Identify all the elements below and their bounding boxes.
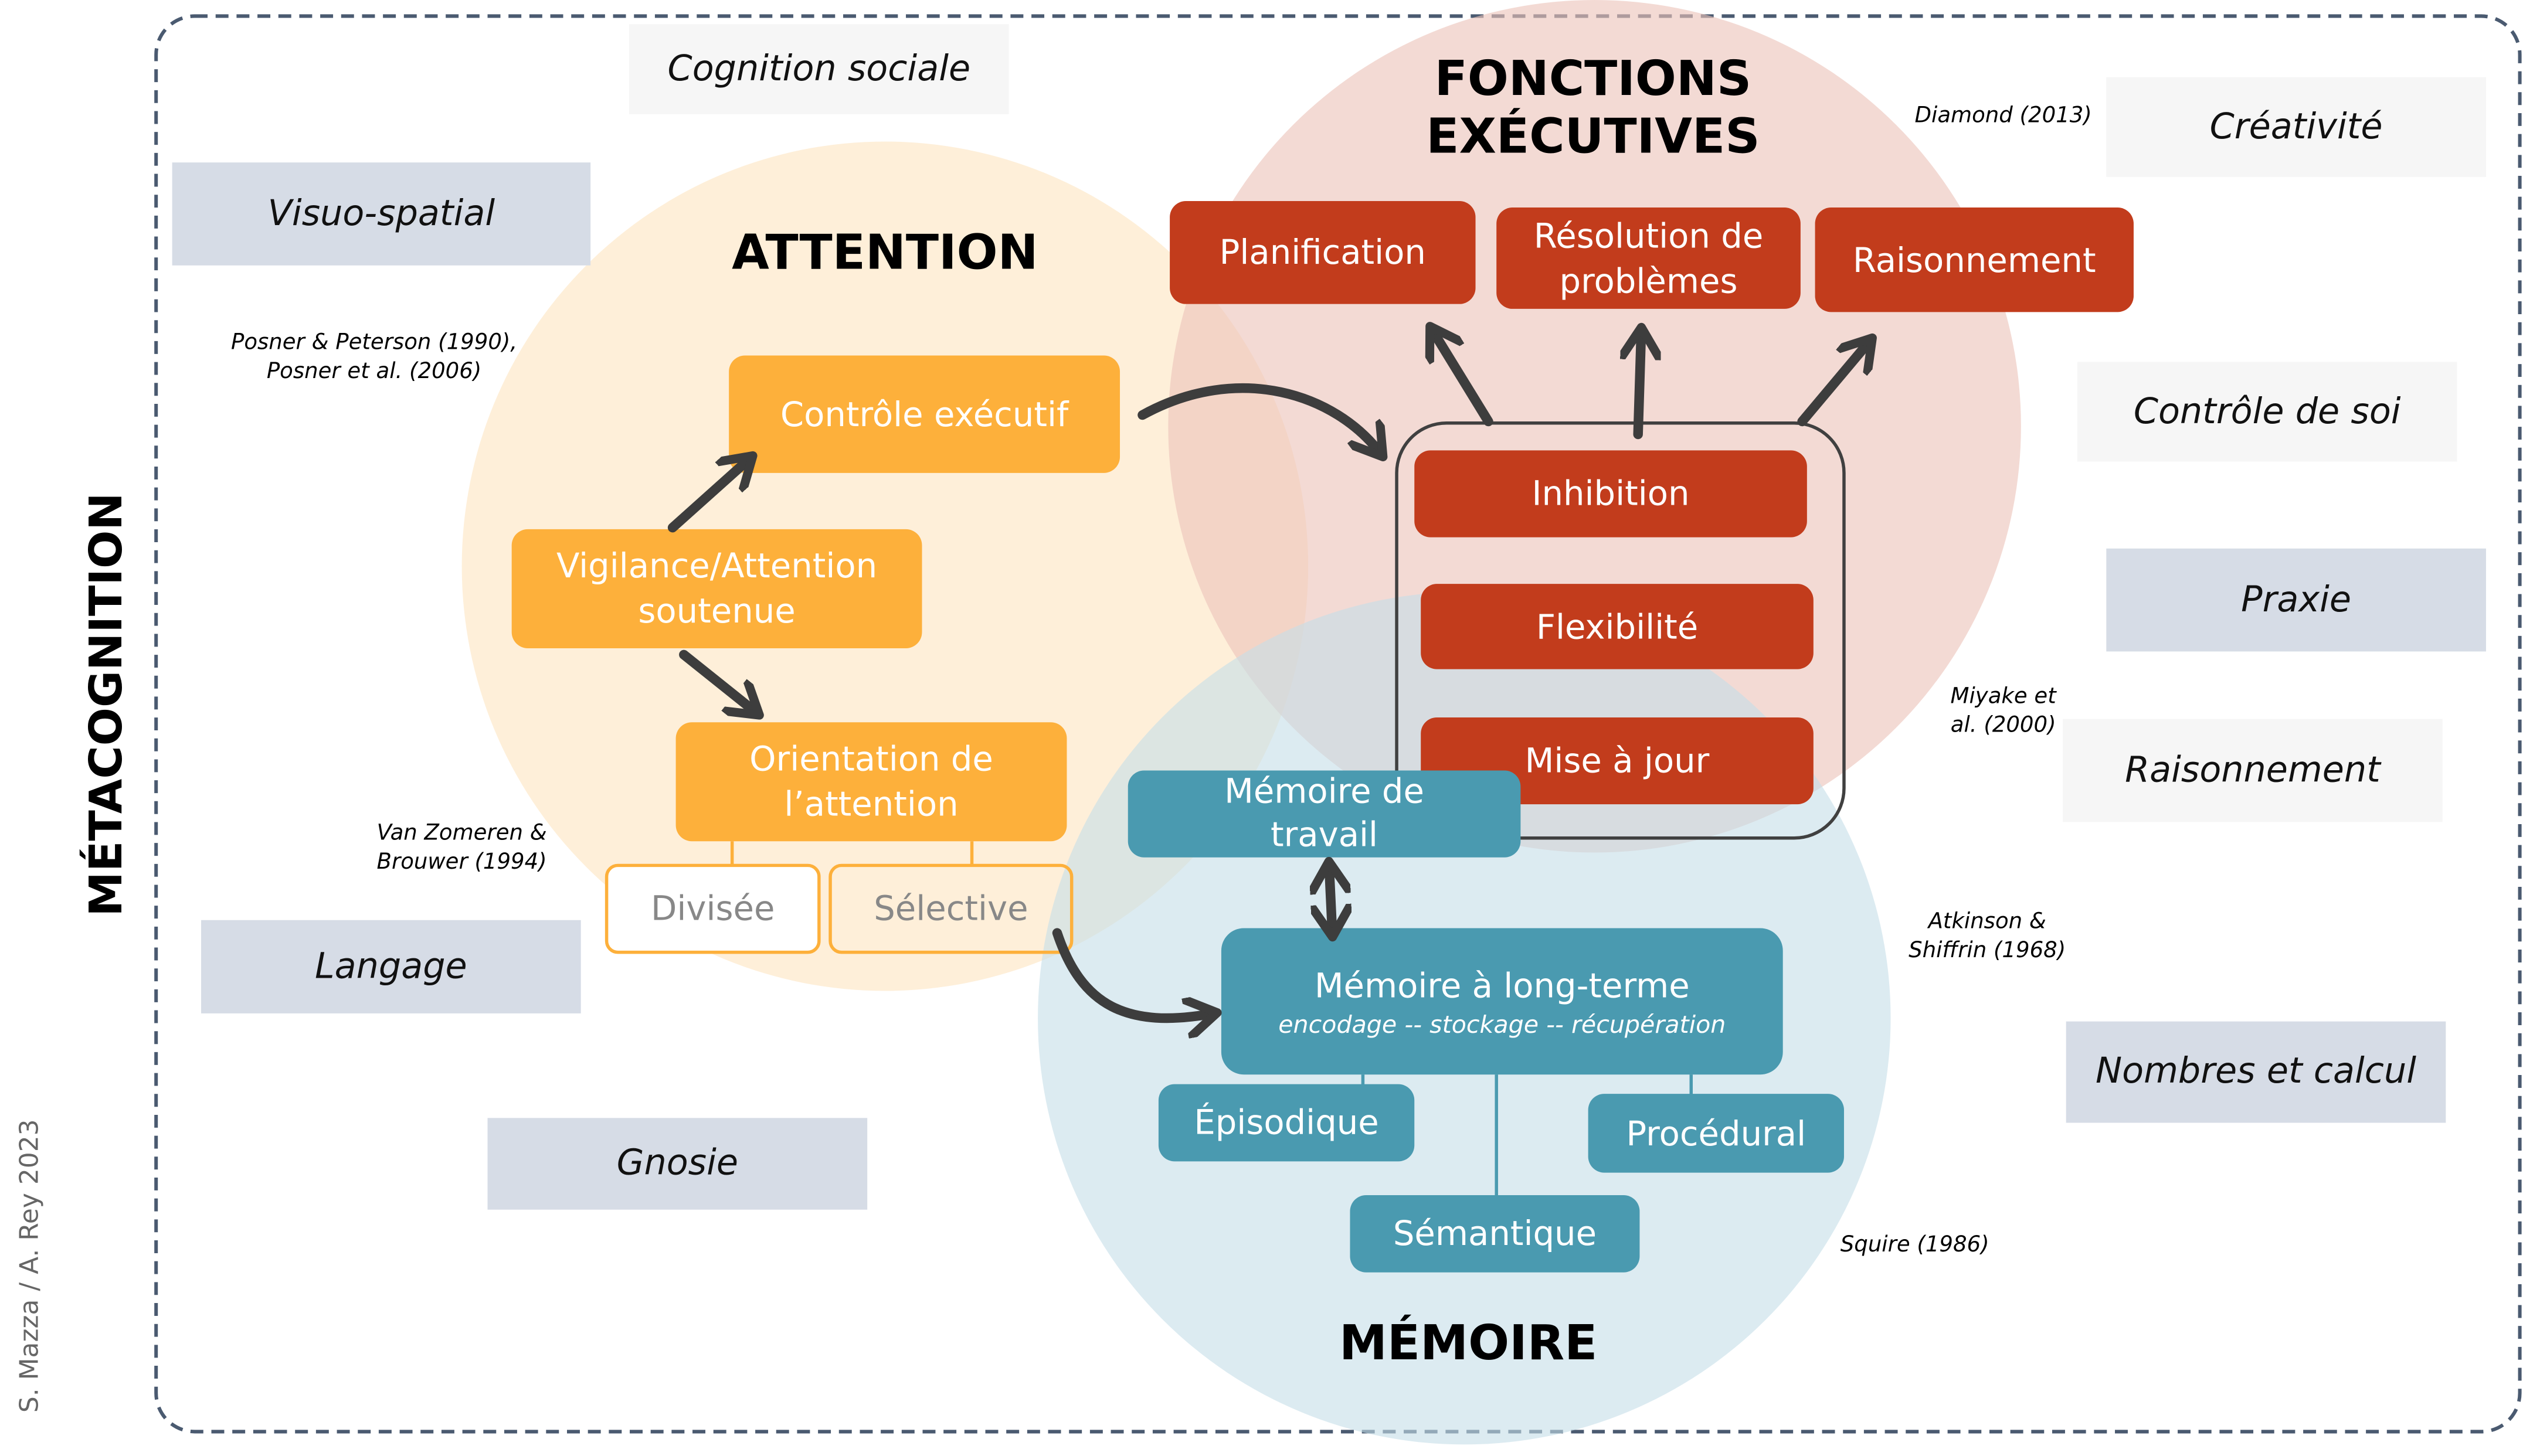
executive-title: FONCTIONS EXÉCUTIVES bbox=[1368, 52, 1818, 168]
executive-title-line1: FONCTIONS bbox=[1434, 51, 1752, 108]
core-executive-container bbox=[1395, 421, 1846, 840]
node-episodique: Épisodique bbox=[1158, 1084, 1415, 1162]
arrow-selective-to-mlt bbox=[1052, 928, 1213, 1018]
ref-atkinson: Atkinson & Shiffrin (1968) bbox=[1909, 909, 2066, 964]
ref-diamond: Diamond (2013) bbox=[1914, 103, 2092, 129]
attention-title: ATTENTION bbox=[732, 225, 1038, 282]
node-memoire-travail: Mémoire de travail bbox=[1128, 770, 1521, 858]
memory-title: MÉMOIRE bbox=[1339, 1315, 1598, 1372]
node-planification: Planification bbox=[1170, 201, 1476, 304]
node-selective: Sélective bbox=[828, 863, 1074, 954]
arrow-to-raisonnement bbox=[1797, 341, 1870, 427]
node-orientation: Orientation de l’attention bbox=[675, 722, 1067, 842]
ref-squire: Squire (1986) bbox=[1840, 1232, 1989, 1258]
node-controle-executif: Contrôle exécutif bbox=[729, 355, 1120, 473]
arrow-to-planification bbox=[1432, 330, 1493, 427]
selective-connector bbox=[970, 841, 974, 866]
node-flexibilite: Flexibilité bbox=[1421, 584, 1814, 669]
divisee-connector bbox=[730, 841, 734, 866]
ref-van-zomeren: Van Zomeren & Brouwer (1994) bbox=[376, 820, 547, 875]
executive-title-line2: EXÉCUTIVES bbox=[1426, 109, 1760, 166]
arrow-vigilance-to-controle bbox=[667, 458, 750, 533]
context-praxie: Praxie bbox=[2106, 548, 2486, 652]
node-semantique: Sémantique bbox=[1350, 1195, 1640, 1273]
arrow-controle-to-executive bbox=[1137, 383, 1380, 454]
node-memoire-long-terme: Mémoire à long-terme encodage -- stockag… bbox=[1221, 928, 1783, 1075]
episodique-connector bbox=[1361, 1074, 1365, 1088]
node-vigilance: Vigilance/Attention soutenue bbox=[511, 529, 922, 648]
semantique-connector bbox=[1495, 1074, 1498, 1197]
context-controle-de-soi: Contrôle de soi bbox=[2077, 362, 2457, 462]
procedural-connector bbox=[1689, 1074, 1693, 1097]
arrow-to-resolution bbox=[1638, 331, 1641, 440]
arrow-vigilance-to-orientation bbox=[679, 649, 756, 713]
arrow-wm-mlt-bidirectional bbox=[1329, 865, 1332, 933]
context-nombres-calcul: Nombres et calcul bbox=[2066, 1021, 2446, 1123]
context-raisonnement: Raisonnement bbox=[2063, 719, 2443, 822]
node-raisonnement: Raisonnement bbox=[1815, 207, 2134, 312]
node-resolution: Résolution de problèmes bbox=[1496, 207, 1801, 309]
ref-posner: Posner & Peterson (1990), Posner et al. … bbox=[230, 329, 518, 385]
context-creativite: Créativité bbox=[2106, 77, 2486, 177]
node-procedural: Procédural bbox=[1588, 1094, 1844, 1173]
context-gnosie: Gnosie bbox=[487, 1118, 868, 1210]
node-divisee: Divisée bbox=[605, 863, 821, 954]
context-cognition-sociale: Cognition sociale bbox=[629, 24, 1009, 114]
ref-miyake: Miyake et al. (2000) bbox=[1950, 683, 2056, 739]
context-langage: Langage bbox=[201, 920, 581, 1013]
context-visuo-spatial: Visuo-spatial bbox=[172, 162, 591, 266]
node-inhibition: Inhibition bbox=[1414, 450, 1807, 538]
